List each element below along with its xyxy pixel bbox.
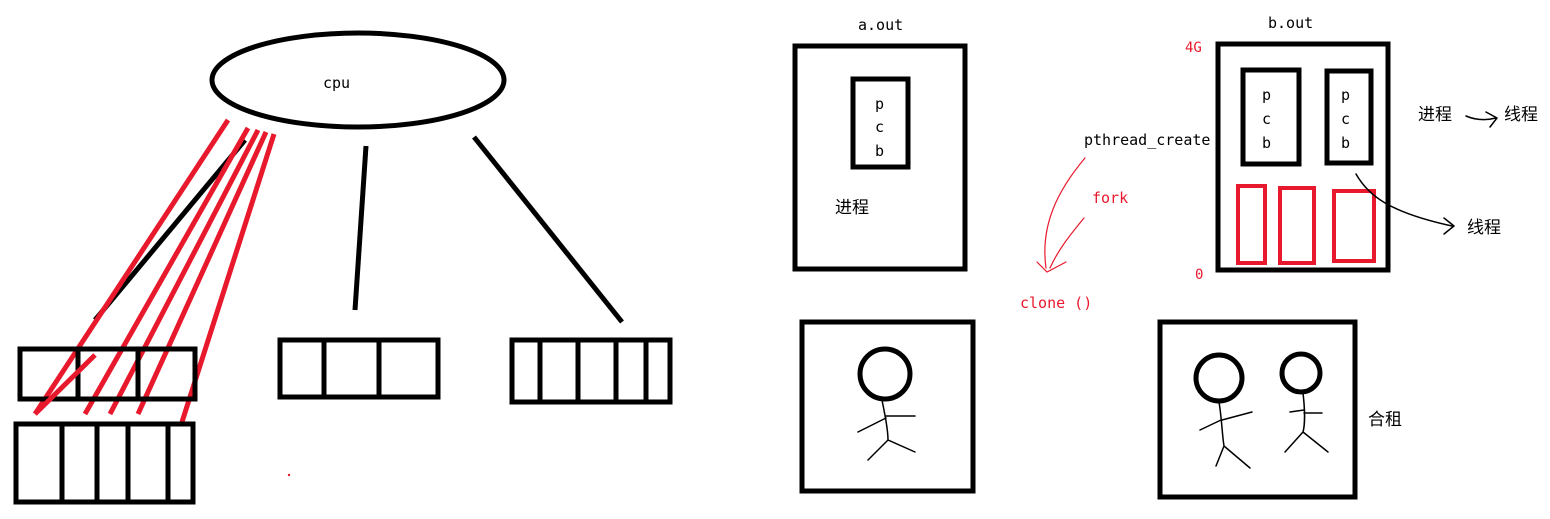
roommate-figure-2 xyxy=(1279,351,1329,453)
cpu-branch-right xyxy=(472,135,624,324)
thread-stack-3 xyxy=(1332,189,1376,263)
single-occupant-room xyxy=(799,319,976,494)
b-out-pcb1-b: b xyxy=(1262,134,1271,152)
thread-label: 线程 xyxy=(1467,218,1501,238)
red-thread-lines xyxy=(32,118,277,423)
b-out-addr-bottom: 0 xyxy=(1195,267,1203,283)
a-out-process-label: 进程 xyxy=(835,198,869,218)
thread-stack-2 xyxy=(1278,186,1316,265)
a-out-process-box xyxy=(792,43,968,272)
single-occupant-figure xyxy=(857,346,916,461)
roommate-figure-1 xyxy=(1193,352,1253,469)
syscall-arrows xyxy=(1036,157,1086,273)
a-out-pcb-p: p xyxy=(875,95,884,113)
process-to-thread-from: 进程 xyxy=(1418,105,1452,125)
b-out-pcb1-p: p xyxy=(1262,86,1271,104)
fork-label: fork xyxy=(1092,189,1128,207)
process-to-thread-arrow xyxy=(1465,111,1498,128)
red-thread-lines-overlay xyxy=(33,353,97,416)
pthread-create-label: pthread_create xyxy=(1084,131,1210,149)
a-out-pcb-box xyxy=(850,76,911,170)
red-thread-line xyxy=(135,130,269,416)
thread-stack-1 xyxy=(1236,184,1267,265)
red-thread-line xyxy=(82,126,251,416)
red-thread-line xyxy=(107,128,261,416)
process-box-right xyxy=(509,337,673,405)
stray-dot xyxy=(287,473,291,477)
cpu-branch-left xyxy=(93,138,247,322)
a-out-pcb-b: b xyxy=(875,142,884,160)
b-out-process-box xyxy=(1215,41,1391,273)
clone-label: clone () xyxy=(1020,294,1092,312)
b-out-pcb2-c: c xyxy=(1341,110,1350,128)
cpu-ellipse xyxy=(209,30,507,130)
b-out-addr-top: 4G xyxy=(1185,40,1202,56)
shared-rent-room xyxy=(1157,319,1358,500)
a-out-title: a.out xyxy=(858,16,903,34)
shared-rent-label: 合租 xyxy=(1368,410,1402,430)
process-box-left-bottom xyxy=(13,421,196,505)
b-out-title: b.out xyxy=(1268,14,1313,32)
cpu-label: cpu xyxy=(323,74,350,92)
thread-arrow xyxy=(1355,173,1455,235)
cpu-branch-middle xyxy=(352,145,369,311)
b-out-pcb-box-2 xyxy=(1324,68,1374,166)
process-to-thread-to: 线程 xyxy=(1504,105,1538,125)
b-out-pcb2-b: b xyxy=(1341,134,1350,152)
b-out-pcb2-p: p xyxy=(1341,86,1350,104)
process-box-middle xyxy=(277,337,441,400)
b-out-pcb-box-1 xyxy=(1240,67,1302,167)
red-thread-line xyxy=(32,118,231,416)
b-out-pcb1-c: c xyxy=(1262,110,1271,128)
a-out-pcb-c: c xyxy=(875,118,884,136)
